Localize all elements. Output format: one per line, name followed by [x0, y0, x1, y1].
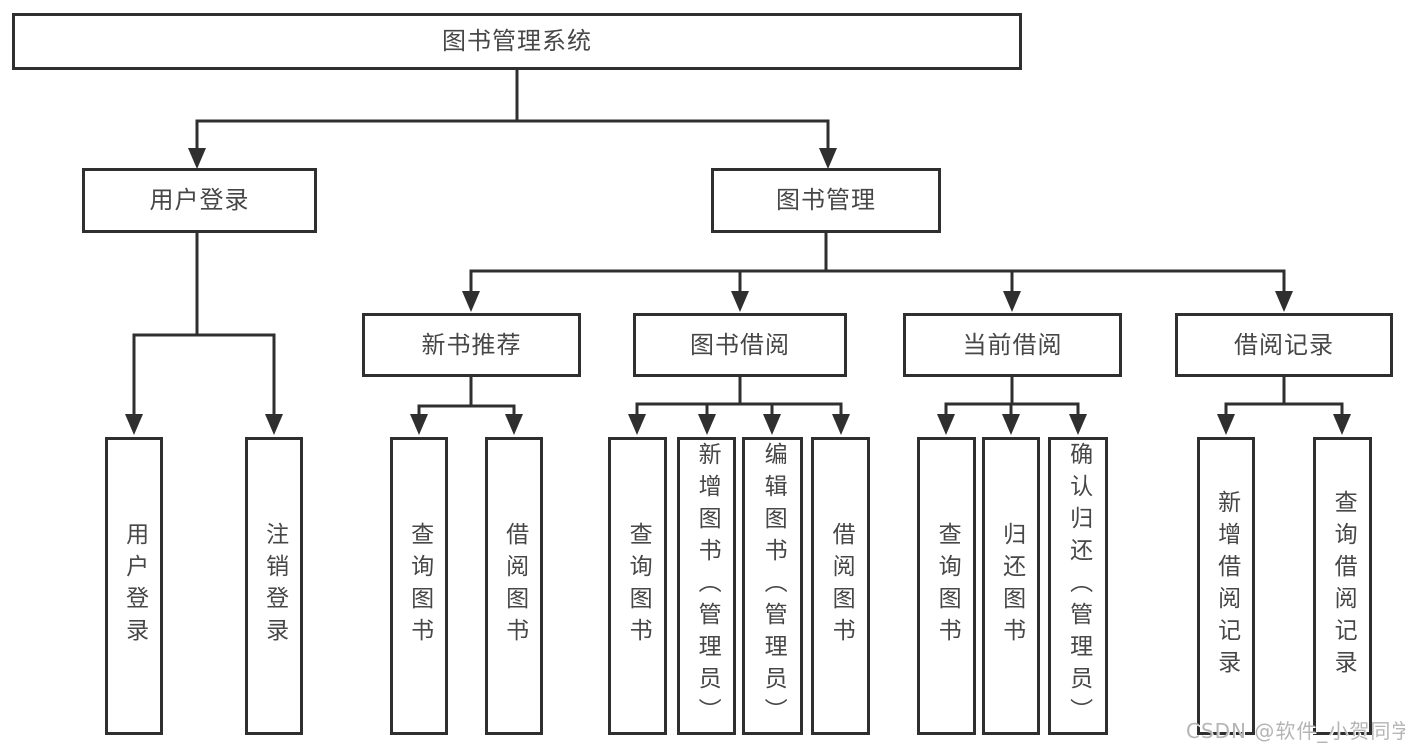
arrowhead [731, 291, 749, 312]
connector-root-to-branches [195, 69, 830, 150]
arrowhead [265, 414, 283, 435]
node-add-book-admin: 新增图书（管理员） [677, 437, 736, 735]
node-user-login: 用户登录 [105, 437, 163, 735]
node-query-borrow-record: 查询借阅记录 [1313, 437, 1372, 735]
arrowhead [462, 291, 480, 312]
node-query-books-borrow-label: 查询图书 [625, 522, 652, 650]
node-user-login-label: 用户登录 [121, 522, 148, 650]
arrowhead [1333, 414, 1351, 435]
arrowhead [1069, 414, 1087, 435]
node-new-book-recommend-label: 新书推荐 [421, 330, 522, 359]
node-new-book-recommend: 新书推荐 [362, 313, 581, 377]
node-current-borrow: 当前借阅 [903, 313, 1122, 377]
node-query-books-current: 查询图书 [917, 437, 976, 735]
arrowhead [937, 414, 955, 435]
node-edit-book-admin-label: 编辑图书（管理员） [760, 442, 787, 730]
connector-new-book-to-leaves [417, 377, 516, 416]
arrowhead [1003, 291, 1021, 312]
arrowhead [1217, 414, 1235, 435]
node-logout-label: 注销登录 [261, 522, 288, 650]
node-edit-book-admin: 编辑图书（管理员） [742, 437, 803, 735]
node-logout: 注销登录 [245, 437, 303, 735]
node-borrow-books-borrow-label: 借阅图书 [828, 522, 855, 650]
node-return-book-label: 归还图书 [998, 522, 1025, 650]
arrowheads [125, 148, 1351, 435]
node-borrow-records: 借阅记录 [1175, 313, 1393, 377]
node-root: 图书管理系统 [12, 13, 1022, 70]
arrowhead [188, 148, 206, 169]
node-borrow-books-borrow: 借阅图书 [811, 437, 870, 735]
connector-current-borrow-to-leaves [944, 377, 1080, 416]
watermark: CSDN @软件_小贺同学 [1186, 719, 1405, 743]
node-confirm-return-admin-label: 确认归还（管理员） [1065, 442, 1092, 730]
node-add-borrow-record-label: 新增借阅记录 [1213, 490, 1240, 682]
arrowhead [505, 414, 523, 435]
node-book-management: 图书管理 [711, 168, 941, 233]
node-book-borrow-label: 图书借阅 [690, 330, 790, 359]
node-add-borrow-record: 新增借阅记录 [1197, 437, 1255, 735]
node-query-books-current-label: 查询图书 [934, 522, 961, 650]
connector-book-borrow-to-leaves [635, 377, 843, 416]
node-borrow-records-label: 借阅记录 [1234, 330, 1334, 359]
node-return-book: 归还图书 [982, 437, 1040, 735]
node-query-books-recommend-label: 查询图书 [406, 522, 433, 650]
node-book-borrow: 图书借阅 [633, 313, 847, 377]
connector-user-login-to-leaves [132, 233, 276, 416]
arrowhead [628, 414, 646, 435]
arrowhead [698, 414, 716, 435]
node-add-book-admin-label: 新增图书（管理员） [694, 442, 721, 730]
arrowhead [1275, 291, 1293, 312]
node-current-borrow-label: 当前借阅 [962, 330, 1063, 359]
arrowhead [832, 414, 850, 435]
arrowhead [410, 414, 428, 435]
connector-borrow-records-to-leaves [1224, 377, 1344, 416]
connector-book-management-to-modules [469, 233, 1286, 293]
arrowhead [125, 414, 143, 435]
arrowhead [763, 414, 781, 435]
arrowhead [1002, 414, 1020, 435]
node-query-books-recommend: 查询图书 [390, 437, 448, 735]
node-root-label: 图书管理系统 [442, 27, 592, 56]
node-borrow-books-recommend: 借阅图书 [485, 437, 543, 735]
node-borrow-books-recommend-label: 借阅图书 [501, 522, 528, 650]
arrowhead [819, 148, 837, 169]
node-user-login-branch: 用户登录 [82, 168, 317, 233]
node-query-books-borrow: 查询图书 [608, 437, 667, 735]
node-query-borrow-record-label: 查询借阅记录 [1330, 490, 1357, 682]
node-user-login-branch-label: 用户登录 [149, 186, 250, 215]
node-confirm-return-admin: 确认归还（管理员） [1048, 437, 1108, 735]
node-book-management-label: 图书管理 [776, 186, 876, 215]
